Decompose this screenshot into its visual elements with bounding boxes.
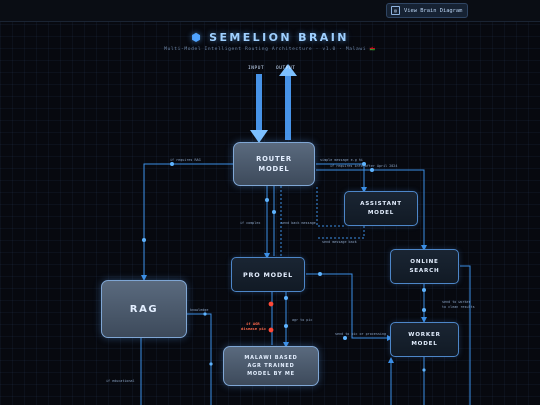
edge-label-educational: if educational (106, 379, 135, 383)
edge-label-send-message-back: send message back (322, 240, 357, 244)
assistant-model-node[interactable]: ASSISTANT MODEL (344, 191, 418, 226)
edge-label-complex: if complex (240, 221, 261, 225)
pro-model-node[interactable]: PRO MODEL (231, 257, 305, 292)
router-model-node[interactable]: ROUTER MODEL (233, 142, 315, 186)
wire-assistant-back (316, 186, 344, 227)
page-title: ⬢ SEMELION BRAIN (0, 31, 540, 44)
wire-pro-worker (306, 273, 393, 341)
output-label: OUTPUT (276, 66, 296, 71)
wire-router-online (316, 169, 427, 251)
edge-label-knowledge: knowledge (190, 308, 209, 312)
view-brain-diagram-button[interactable]: ▤ View Brain Diagram (386, 3, 468, 18)
edge-label-rag: if requires RAG (170, 158, 201, 162)
edge-label-disease-pic: disease pic (241, 326, 267, 331)
edge-label-send-worker: send to worker (442, 300, 471, 304)
input-label: INPUT (248, 66, 265, 71)
edge-label-if-agr: if AGR (246, 321, 260, 326)
page-title-text: SEMELION BRAIN (209, 31, 349, 44)
wire-router-rag (141, 163, 234, 281)
edge-label-agr-to-pic: agr to pic (292, 318, 313, 322)
worker-model-node[interactable]: WORKER MODEL (390, 322, 459, 357)
online-search-node[interactable]: ONLINE SEARCH (390, 249, 459, 284)
edge-label-send-back: send back message (281, 221, 316, 225)
wire-rag-knowledge (186, 313, 212, 405)
view-brain-diagram-label: View Brain Diagram (404, 7, 463, 14)
wire-assistant-back-2 (317, 226, 365, 239)
diagram-icon: ▤ (391, 6, 400, 15)
wire-online-side (460, 265, 471, 405)
malawi-agr-model-node[interactable]: MALAWI BASED AGR TRAINED MODEL BY ME (223, 346, 319, 386)
edge-label-simple: simple message e.g hi (320, 158, 363, 162)
edge-label-pic-processing: send to pic or processing (335, 332, 387, 336)
top-bar: ▤ View Brain Diagram (0, 0, 540, 22)
edge-label-after-april: if requires info after April 2024 (330, 164, 398, 168)
page-subtitle: Multi-Model Intelligent Routing Architec… (164, 47, 376, 52)
rag-node[interactable]: RAG (101, 280, 187, 338)
hexagon-icon: ⬢ (191, 31, 204, 44)
edge-label-clean-results: to clean results (442, 305, 475, 309)
